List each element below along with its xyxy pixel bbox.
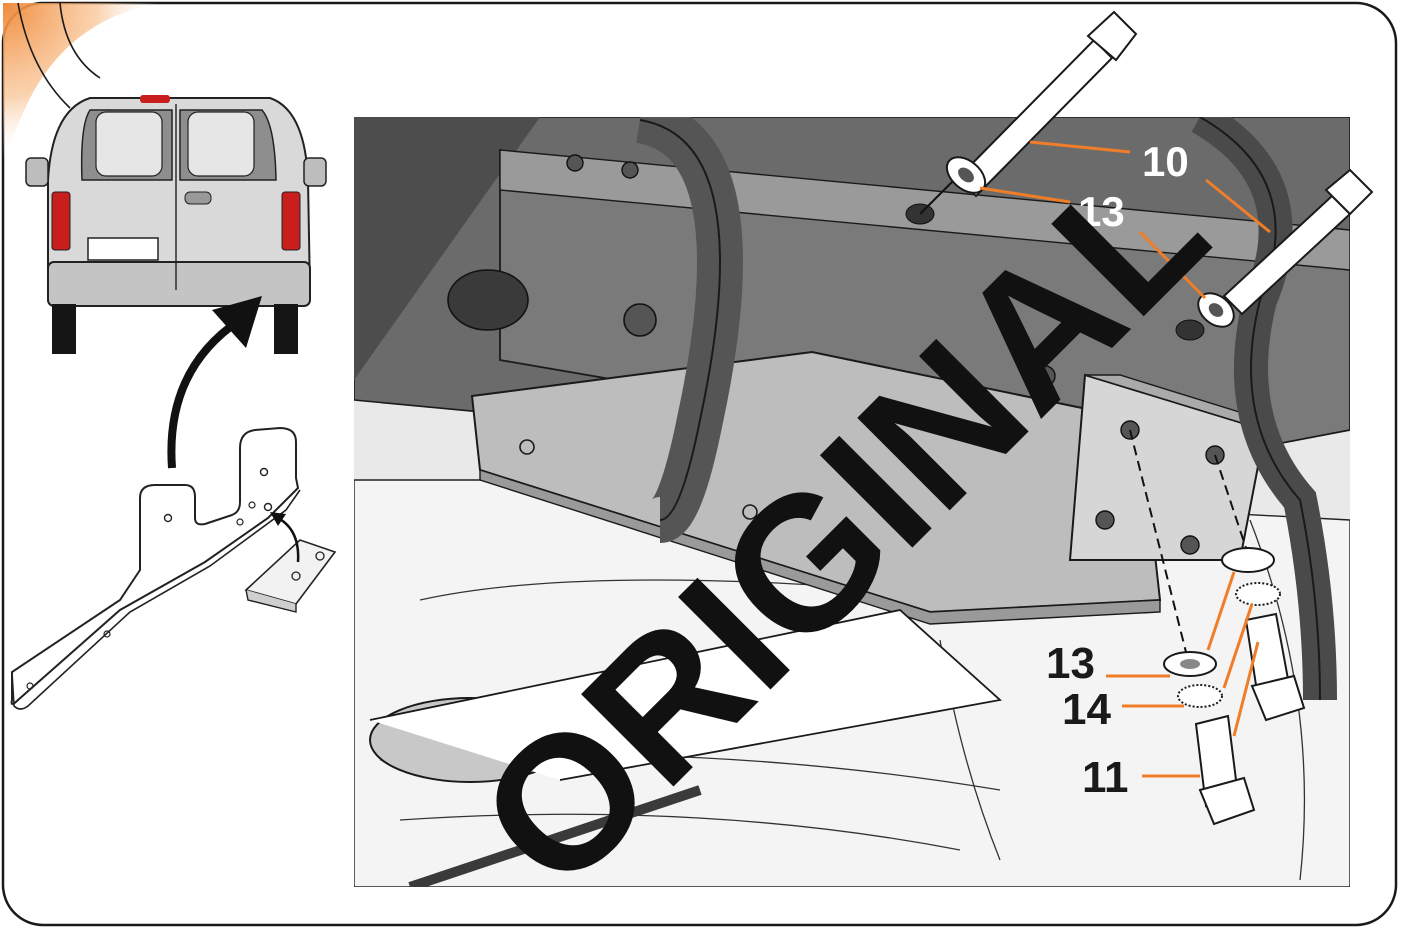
curved-arrow-to-van bbox=[167, 296, 262, 469]
corner-accent bbox=[3, 3, 160, 160]
top-bolt-right bbox=[1197, 168, 1374, 328]
callout-10: 10 bbox=[1142, 138, 1189, 185]
van-rear-illustration bbox=[25, 95, 327, 354]
callout-13-lower: 13 bbox=[1046, 639, 1095, 688]
mounting-bracket-illustration bbox=[10, 426, 337, 710]
callout-14: 14 bbox=[1062, 685, 1111, 734]
lower-fasteners bbox=[1163, 547, 1306, 826]
callout-leaders bbox=[979, 140, 1271, 778]
chassis-detail-view bbox=[354, 117, 1350, 887]
top-bolt-left bbox=[945, 10, 1138, 198]
callout-13-upper: 13 bbox=[1078, 188, 1125, 235]
callout-11: 11 bbox=[1082, 753, 1129, 802]
